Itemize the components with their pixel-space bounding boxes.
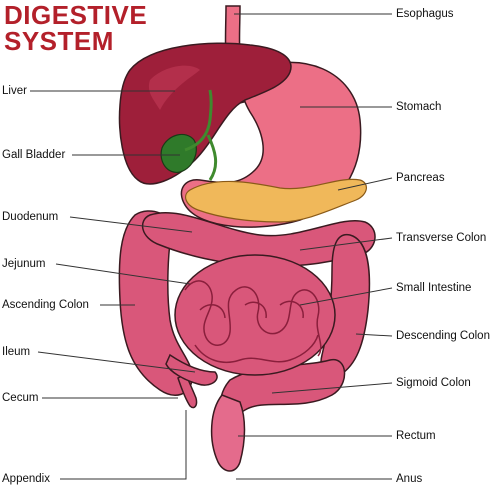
label-jejunum: Jejunum xyxy=(2,258,46,270)
leader-ileum xyxy=(37,351,196,373)
gall-bladder-shape xyxy=(160,133,197,174)
large-intestine xyxy=(118,210,376,472)
pancreas-shape xyxy=(184,178,367,223)
leader-lines xyxy=(30,13,393,480)
label-anus: Anus xyxy=(396,473,423,485)
appendix-shape xyxy=(177,372,198,409)
label-cecum: Cecum xyxy=(2,392,39,404)
leader-small-intestine xyxy=(299,287,393,306)
bile-duct xyxy=(184,89,218,181)
label-transverse-colon: Transverse Colon xyxy=(396,232,487,244)
small-intestine-loops xyxy=(184,280,322,364)
small-intestine-mass xyxy=(174,254,336,376)
label-esophagus: Esophagus xyxy=(396,8,454,20)
label-duodenum: Duodenum xyxy=(2,211,59,223)
leader-duodenum xyxy=(69,216,193,233)
leader-sigmoid-colon xyxy=(271,382,393,394)
label-appendix: Appendix xyxy=(2,473,50,485)
leader-pancreas xyxy=(337,177,393,191)
label-pancreas: Pancreas xyxy=(396,172,445,184)
leader-jejunum xyxy=(55,263,191,285)
label-stomach: Stomach xyxy=(396,101,442,113)
liver-highlight xyxy=(148,65,200,110)
label-liver: Liver xyxy=(2,85,27,97)
label-small-intestine: Small Intestine xyxy=(396,282,472,294)
label-ileum: Ileum xyxy=(2,346,31,358)
leader-descending-colon xyxy=(355,333,393,337)
rectum xyxy=(210,394,246,472)
leader-appendix xyxy=(60,410,187,480)
label-ascending-colon: Ascending Colon xyxy=(2,299,89,311)
title-line-1: DIGESTIVE xyxy=(4,0,148,30)
label-descending-colon: Descending Colon xyxy=(396,330,490,342)
small-intestine xyxy=(165,254,336,386)
label-sigmoid-colon: Sigmoid Colon xyxy=(396,377,471,389)
label-rectum: Rectum xyxy=(396,430,436,442)
title-line-2: SYSTEM xyxy=(4,26,114,56)
label-gall-bladder: Gall Bladder xyxy=(2,149,66,161)
leader-transverse-colon xyxy=(299,237,393,251)
ileum-shape xyxy=(165,353,218,386)
